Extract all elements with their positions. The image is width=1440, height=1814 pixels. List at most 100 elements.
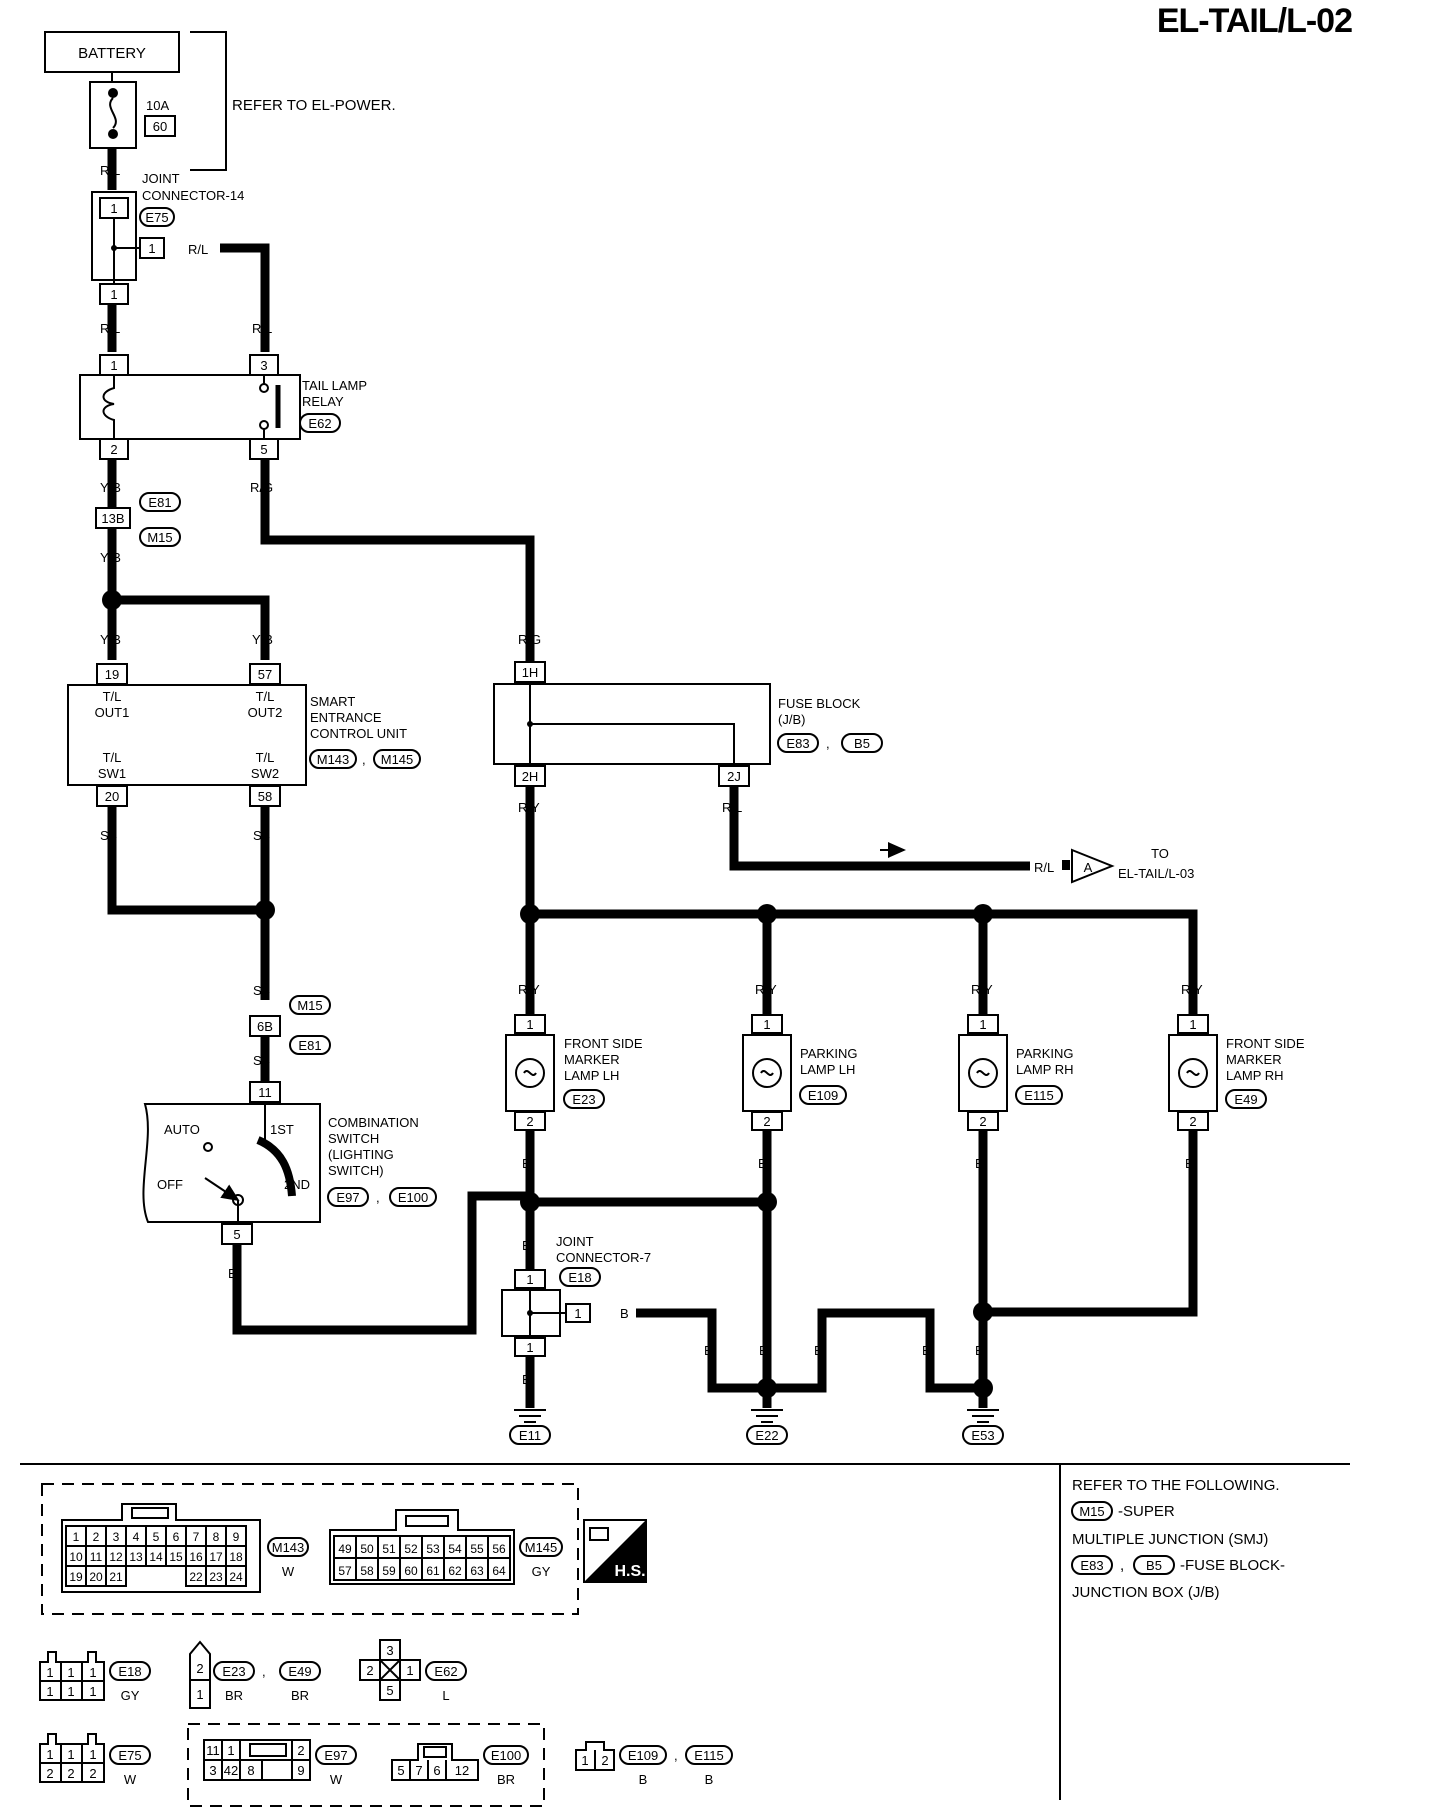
pin-number: 60 (404, 1564, 418, 1578)
svg-text:2: 2 (526, 1114, 533, 1129)
wire-label: SB (253, 983, 270, 998)
svg-text:7: 7 (415, 1763, 422, 1778)
svg-text:R/L: R/L (188, 242, 208, 257)
svg-text:W: W (124, 1772, 137, 1787)
svg-text:2: 2 (366, 1663, 373, 1678)
pin-number: 63 (470, 1564, 484, 1578)
lamp-parking-rh: 1 2 PARKING LAMP RH E115 (958, 1014, 1074, 1131)
ground-e22: E22 (746, 1409, 788, 1445)
svg-text:E49: E49 (288, 1664, 311, 1679)
pin-number: 3 (113, 1530, 120, 1544)
wire-label: R/L (1034, 860, 1054, 875)
svg-text:13B: 13B (101, 511, 124, 526)
svg-text:E62: E62 (308, 416, 331, 431)
svg-text:1: 1 (526, 1272, 533, 1287)
pin-number: 4 (133, 1530, 140, 1544)
combination-switch: 11 AUTO 1ST OFF 2ND 5 COMBINATION SWITCH… (142, 1081, 437, 1245)
hs-badge: H.S. (583, 1519, 647, 1583)
lamp-parking-lh: 1 2 PARKING LAMP LH E109 (742, 1014, 858, 1131)
pin-cell (105, 1565, 127, 1587)
wire-label: B (759, 1343, 768, 1358)
svg-text:E97: E97 (324, 1748, 347, 1763)
pin-number: 2 (93, 1530, 100, 1544)
wire-label: R/Y (971, 982, 993, 997)
fuse-60: 10A 60 (89, 72, 176, 149)
svg-text:1: 1 (763, 1017, 770, 1032)
svg-text:OFF: OFF (157, 1177, 183, 1192)
pin-number: 7 (193, 1530, 200, 1544)
svg-text:E83: E83 (786, 736, 809, 751)
svg-text:2ND: 2ND (284, 1177, 310, 1192)
refer-bracket (190, 31, 227, 171)
pin-number: 55 (470, 1542, 484, 1556)
svg-text:5: 5 (233, 1227, 240, 1242)
connector-e109-e115: 1 2 E109 , E115 B B (575, 1741, 733, 1787)
pin-cell (487, 1557, 511, 1581)
svg-text:AUTO: AUTO (164, 1122, 200, 1137)
svg-text:MARKER: MARKER (1226, 1052, 1282, 1067)
svg-text:1: 1 (46, 1684, 53, 1699)
svg-text:BATTERY: BATTERY (78, 45, 146, 62)
svg-text:1: 1 (46, 1665, 53, 1680)
connector-e23-e49: 2 1 E23 , E49 BR BR (189, 1640, 321, 1709)
svg-text:E23: E23 (222, 1664, 245, 1679)
pin-number: 19 (69, 1570, 83, 1584)
svg-text:2: 2 (110, 442, 117, 457)
svg-text:E100: E100 (491, 1748, 521, 1763)
svg-text:1: 1 (46, 1747, 53, 1762)
svg-text:2: 2 (979, 1114, 986, 1129)
pin-number: 6 (173, 1530, 180, 1544)
pin-number: 56 (492, 1542, 506, 1556)
svg-text:3: 3 (260, 358, 267, 373)
pin-number: 18 (229, 1550, 243, 1564)
joint-connector-7: 1 1 1 JOINT CONNECTOR-7 E18 B (501, 1234, 651, 1357)
svg-text:2: 2 (1189, 1114, 1196, 1129)
svg-text:,: , (1120, 1557, 1124, 1574)
svg-text:10A: 10A (146, 98, 169, 113)
pin-cell (225, 1565, 247, 1587)
svg-text:2: 2 (196, 1661, 203, 1676)
connector-e100: 5 7 6 12 E100 BR (391, 1743, 529, 1787)
svg-text:1ST: 1ST (270, 1122, 294, 1137)
svg-text:TO: TO (1151, 846, 1169, 861)
wire-label: B (522, 1372, 531, 1387)
wire-label: B (704, 1343, 713, 1358)
svg-text:PARKING: PARKING (800, 1046, 858, 1061)
svg-text:-FUSE BLOCK-: -FUSE BLOCK- (1180, 1557, 1285, 1574)
svg-text:2H: 2H (522, 769, 539, 784)
svg-text:B5: B5 (854, 736, 870, 751)
svg-text:1: 1 (526, 1340, 533, 1355)
svg-text:2: 2 (89, 1766, 96, 1781)
svg-text:6B: 6B (257, 1019, 273, 1034)
svg-text:M143: M143 (317, 752, 350, 767)
wire-label: Y/B (252, 632, 273, 647)
svg-text:JOINT: JOINT (556, 1234, 594, 1249)
svg-text:M143: M143 (272, 1540, 305, 1555)
svg-text:E115: E115 (1024, 1088, 1053, 1103)
wire-label: SB (100, 828, 117, 843)
pin-number: 50 (360, 1542, 374, 1556)
svg-text:CONNECTOR-14: CONNECTOR-14 (142, 188, 244, 203)
wire-label: B (228, 1266, 237, 1281)
svg-text:B5: B5 (1146, 1558, 1162, 1573)
svg-text:9: 9 (297, 1763, 304, 1778)
svg-text:1: 1 (574, 1306, 581, 1321)
svg-text:,: , (674, 1748, 678, 1763)
svg-text:,: , (362, 752, 366, 767)
svg-text:SW1: SW1 (98, 766, 126, 781)
svg-text:JOINT: JOINT (142, 171, 180, 186)
svg-text:11: 11 (206, 1743, 220, 1758)
ground-e11: E11 (509, 1409, 551, 1445)
wire-label: B (814, 1343, 823, 1358)
svg-text:2: 2 (763, 1114, 770, 1129)
joint-connector-14: 1 1 1 JOINT CONNECTOR-14 E75 R/L (91, 171, 244, 305)
wire-label: B (522, 1156, 531, 1171)
svg-text:58: 58 (258, 789, 272, 804)
pin-number: 12 (109, 1550, 123, 1564)
svg-text:FRONT SIDE: FRONT SIDE (1226, 1036, 1305, 1051)
svg-text:TAIL LAMP: TAIL LAMP (302, 378, 367, 393)
